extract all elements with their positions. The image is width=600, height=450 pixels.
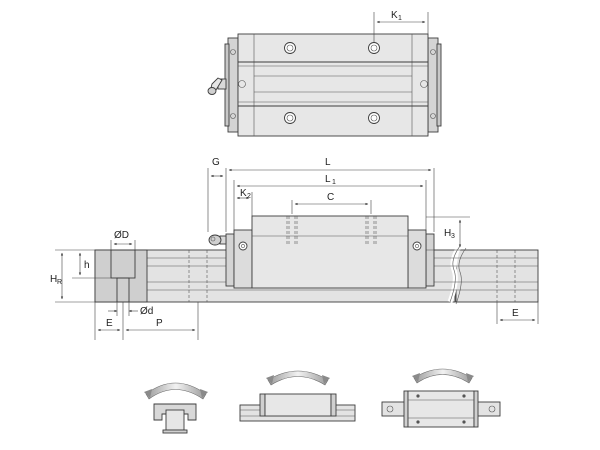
dim-h3-label: H xyxy=(444,228,451,239)
top-bolt-hole xyxy=(284,42,296,54)
icon-pitch xyxy=(239,370,356,422)
dim-hr-label: H xyxy=(50,274,57,285)
top-bolt-hole xyxy=(368,112,380,124)
top-view: K 1 xyxy=(207,10,442,137)
dim-od-label: ØD xyxy=(114,230,129,241)
dim-c-label: C xyxy=(327,192,334,203)
icon-yaw xyxy=(381,368,501,428)
dim-l1-label: L xyxy=(325,174,331,185)
side-end-seal-left xyxy=(225,233,235,287)
dim-l-label: L xyxy=(325,157,331,168)
dim-g-label: G xyxy=(212,157,220,168)
top-end-seal-right xyxy=(427,37,439,133)
side-end-seal-right xyxy=(425,233,435,287)
dim-e-left-label: E xyxy=(106,318,113,329)
dim-h-label: h xyxy=(84,260,90,271)
dim-hr-sub: R xyxy=(57,279,62,286)
top-carriage-body xyxy=(237,33,429,137)
dim-k2-label: K xyxy=(240,188,247,199)
rail-section-cut xyxy=(94,249,148,303)
dim-l1-sub: 1 xyxy=(332,179,336,186)
dim-k2-sub: 2 xyxy=(247,193,251,200)
dim-dd-label: Ød xyxy=(140,306,153,317)
dim-p-label: P xyxy=(156,318,163,329)
dim-e-right-label: E xyxy=(512,308,519,319)
roll-rotation-arrow-icon xyxy=(145,382,207,400)
side-grease-nipple xyxy=(208,234,227,246)
dim-h3-sub: 3 xyxy=(451,233,455,240)
yaw-rotation-arrow-icon xyxy=(413,368,473,384)
top-bolt-hole xyxy=(368,42,380,54)
icon-roll xyxy=(144,382,208,434)
side-carriage-body xyxy=(251,215,409,289)
dim-k1-label: K xyxy=(391,10,398,21)
side-view: G L L 1 K 2 C H 3 ØD h xyxy=(50,157,539,340)
top-end-seal-left xyxy=(227,37,239,133)
top-grease-nipple xyxy=(207,77,227,95)
top-bolt-hole xyxy=(284,112,296,124)
pitch-rotation-arrow-icon xyxy=(267,370,329,386)
dim-k1-sub: 1 xyxy=(398,15,402,22)
